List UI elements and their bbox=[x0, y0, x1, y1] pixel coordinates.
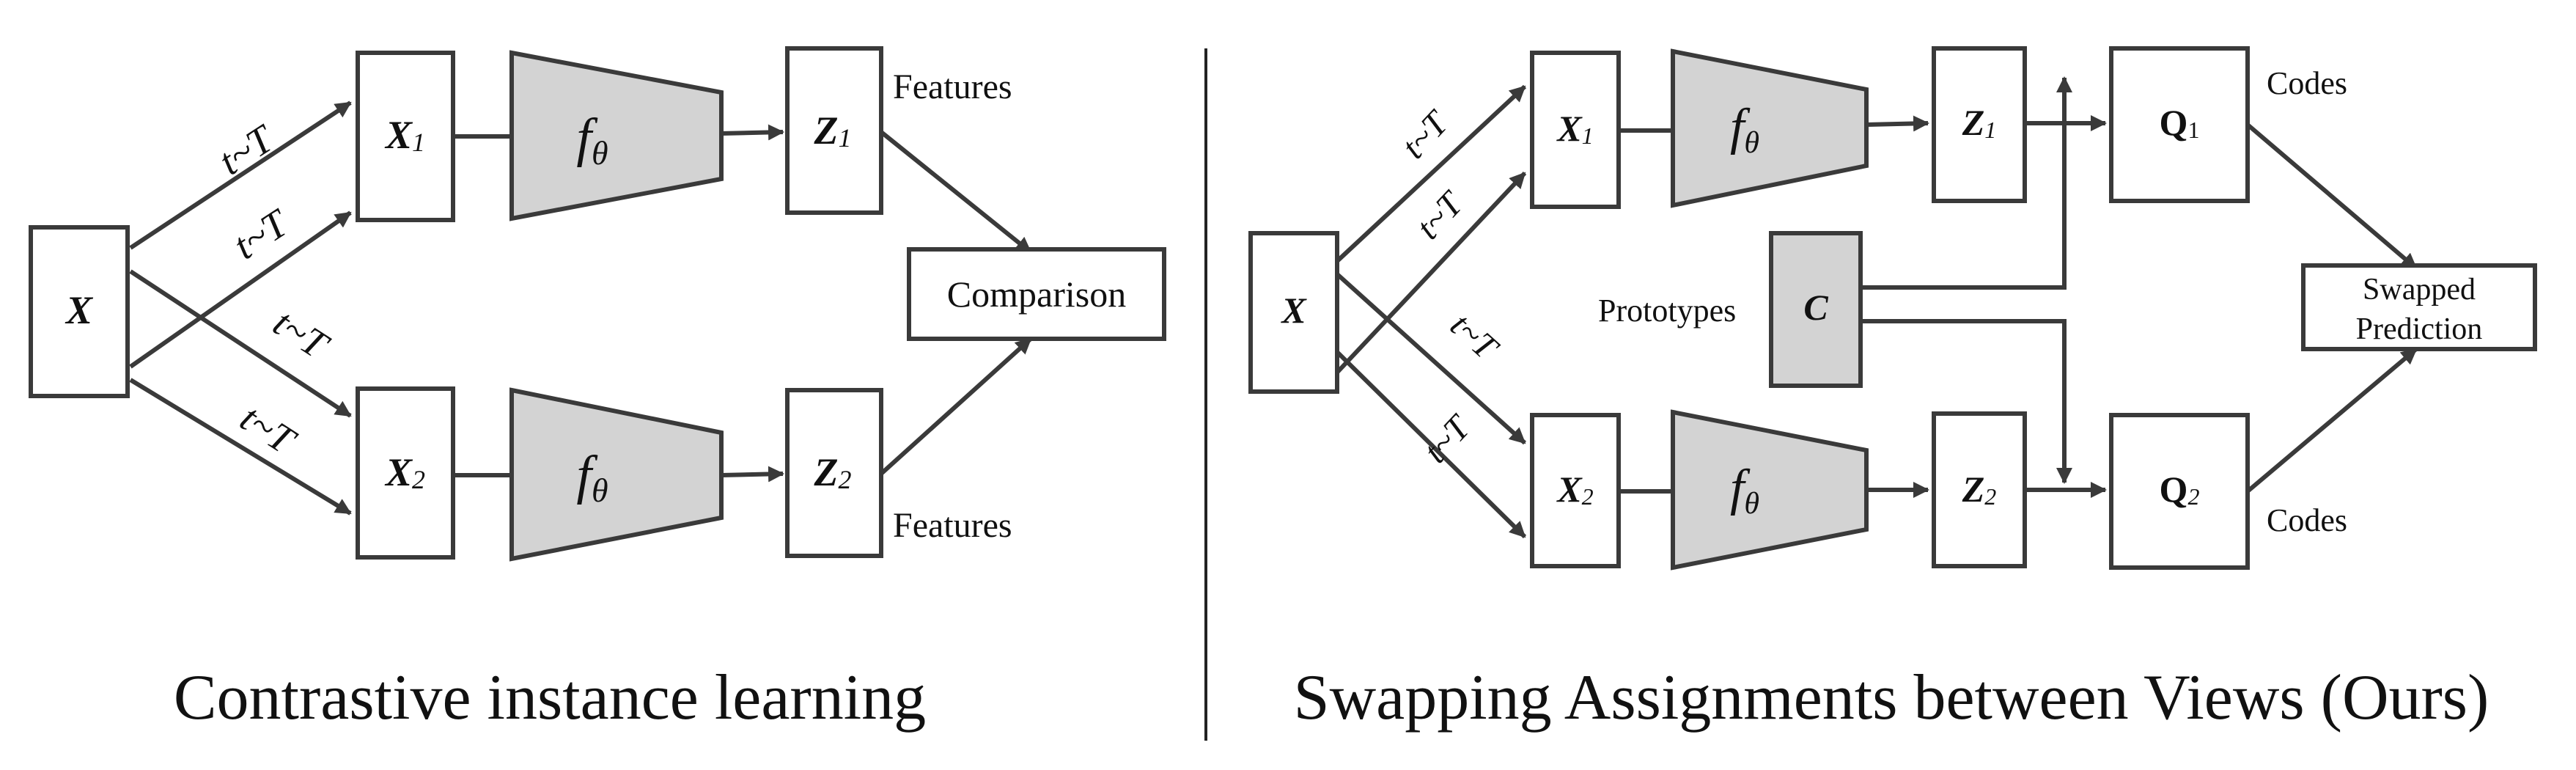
comparison-box bbox=[907, 247, 1166, 341]
arrow-rx-to-x1-lower bbox=[1333, 171, 1527, 376]
r-feature-z1-box bbox=[1932, 46, 2027, 203]
feature-z1-label: Z1 bbox=[814, 109, 852, 153]
encoder-bottom bbox=[509, 387, 724, 562]
arrow-rx-to-x1-upper bbox=[1333, 84, 1527, 265]
r-view1-label: X1 bbox=[1556, 108, 1593, 149]
r-route-c-to-bottom bbox=[1861, 319, 2072, 484]
comparison-label: Comparison bbox=[947, 274, 1126, 315]
transform-label-4: t~T bbox=[232, 396, 304, 464]
r-input-box bbox=[1248, 231, 1339, 394]
code-q1-box bbox=[2109, 46, 2250, 203]
r-transform-label-3: t~T bbox=[1443, 306, 1506, 369]
right-caption: Swapping Assignments between Views (Ours… bbox=[1294, 662, 2489, 733]
prototypes-label: Prototypes bbox=[1598, 293, 1736, 329]
r-input-label: X bbox=[1280, 290, 1307, 331]
arrow-x-to-x2-lower bbox=[129, 378, 352, 516]
r-view2-label: X2 bbox=[1556, 469, 1593, 510]
r-transform-label-4: t~T bbox=[1416, 407, 1479, 471]
arrow-z2-to-comparison bbox=[879, 337, 1033, 476]
transform-label-3: t~T bbox=[265, 301, 337, 369]
view2-label: X2 bbox=[384, 450, 425, 494]
r-encoder-top bbox=[1671, 48, 1869, 208]
arrow-rx-to-x2-lower bbox=[1333, 348, 1527, 539]
input-label: X bbox=[65, 288, 94, 332]
r-arrow-q2-to-swapped bbox=[2246, 347, 2418, 494]
r-arrow-encoder-to-z1 bbox=[1866, 115, 1929, 132]
r-feature-z1-label: Z1 bbox=[1962, 102, 1997, 143]
arrow-z1-to-comparison bbox=[880, 130, 1032, 254]
arrow-encoder-to-z1 bbox=[721, 124, 784, 141]
input-box bbox=[29, 225, 130, 398]
r-feature-z2-label: Z2 bbox=[1962, 469, 1997, 510]
transform-label-1: t~T bbox=[211, 115, 283, 183]
right-panel: t~T t~T t~T t~T X X1 X2 fθ fθ Z1 Z2 Prot bbox=[1248, 46, 2537, 733]
arrow-rx-to-x2-upper bbox=[1333, 271, 1527, 445]
encoder-top bbox=[509, 50, 724, 221]
left-panel: t~T t~T t~T t~T X X1 X2 fθ fθ Z1 Z2 Feat… bbox=[29, 46, 1166, 733]
swapped-prediction-box bbox=[2301, 263, 2537, 351]
r-route-c-to-top bbox=[1861, 76, 2072, 290]
feature-z1-box bbox=[785, 46, 883, 215]
swapped-prediction-line1: Swapped bbox=[2363, 273, 2476, 307]
arrow-x-to-x1-upper bbox=[129, 100, 352, 250]
codes-label-bottom: Codes bbox=[2267, 502, 2347, 538]
r-encoder-bottom bbox=[1671, 409, 1869, 571]
view1-label: X1 bbox=[384, 113, 425, 157]
features-label-bottom: Features bbox=[893, 506, 1012, 545]
features-label-top: Features bbox=[893, 67, 1012, 106]
code-q2-box bbox=[2109, 413, 2250, 570]
r-arrow-q1-to-swapped bbox=[2246, 122, 2418, 271]
code-q2-label: Q2 bbox=[2160, 469, 2200, 510]
prototypes-box bbox=[1769, 231, 1863, 388]
swapped-prediction-line2: Prediction bbox=[2356, 312, 2483, 346]
left-caption: Contrastive instance learning bbox=[174, 662, 926, 733]
arrow-encoder-to-z2 bbox=[721, 466, 784, 483]
arrow-x-to-x2-upper bbox=[129, 269, 352, 418]
prototypes-symbol: C bbox=[1803, 287, 1828, 328]
code-q1-label: Q1 bbox=[2160, 102, 2200, 143]
r-view1-box bbox=[1530, 51, 1621, 209]
codes-label-top: Codes bbox=[2267, 65, 2347, 101]
arrow-x-to-x1-lower bbox=[129, 210, 352, 369]
feature-z2-label: Z2 bbox=[814, 450, 852, 494]
